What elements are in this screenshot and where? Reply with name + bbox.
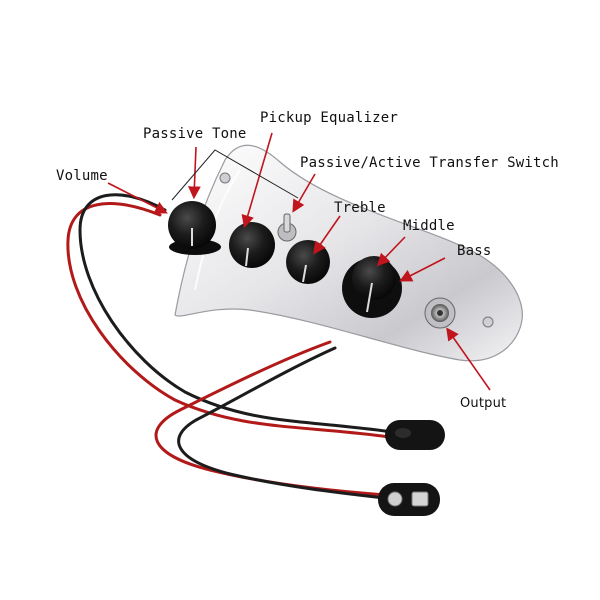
label-output: Output: [460, 396, 507, 411]
transfer-switch: [277, 213, 297, 242]
label-middle: Middle: [403, 218, 455, 234]
bass-arrow: [399, 257, 446, 282]
switch-arrow: [292, 173, 316, 213]
middle-bass-knob: [342, 256, 402, 318]
volume-arrow: [107, 182, 168, 214]
passive-tone-arrow: [187, 146, 201, 200]
screw-top: [219, 172, 231, 184]
pickup-equalizer-knob: [229, 222, 275, 268]
label-volume: Volume: [56, 168, 108, 184]
middle-arrow: [376, 236, 406, 267]
volume-knob: [168, 201, 221, 255]
annotation-arrows: [107, 132, 491, 391]
label-pickup-equalizer: Pickup Equalizer: [260, 110, 399, 126]
bracket-lines: [171, 149, 299, 201]
output-arrow: [446, 327, 491, 391]
battery-snap-bottom: [378, 483, 440, 516]
label-passive-active-switch: Passive/Active Transfer Switch: [300, 155, 559, 171]
label-treble: Treble: [334, 200, 386, 216]
label-passive-tone: Passive Tone: [143, 126, 247, 142]
pickup-equalizer-arrow: [241, 132, 273, 229]
battery-snap-top: [385, 420, 445, 450]
black-wire-1: [78, 193, 394, 434]
label-bass: Bass: [457, 243, 492, 259]
screw-right: [482, 316, 494, 328]
output-jack: [424, 297, 456, 329]
treble-arrow: [313, 215, 341, 255]
black-wire-2: [177, 346, 404, 502]
battery-wires: [66, 193, 404, 502]
red-wire-1: [66, 202, 392, 439]
treble-knob: [286, 240, 330, 284]
